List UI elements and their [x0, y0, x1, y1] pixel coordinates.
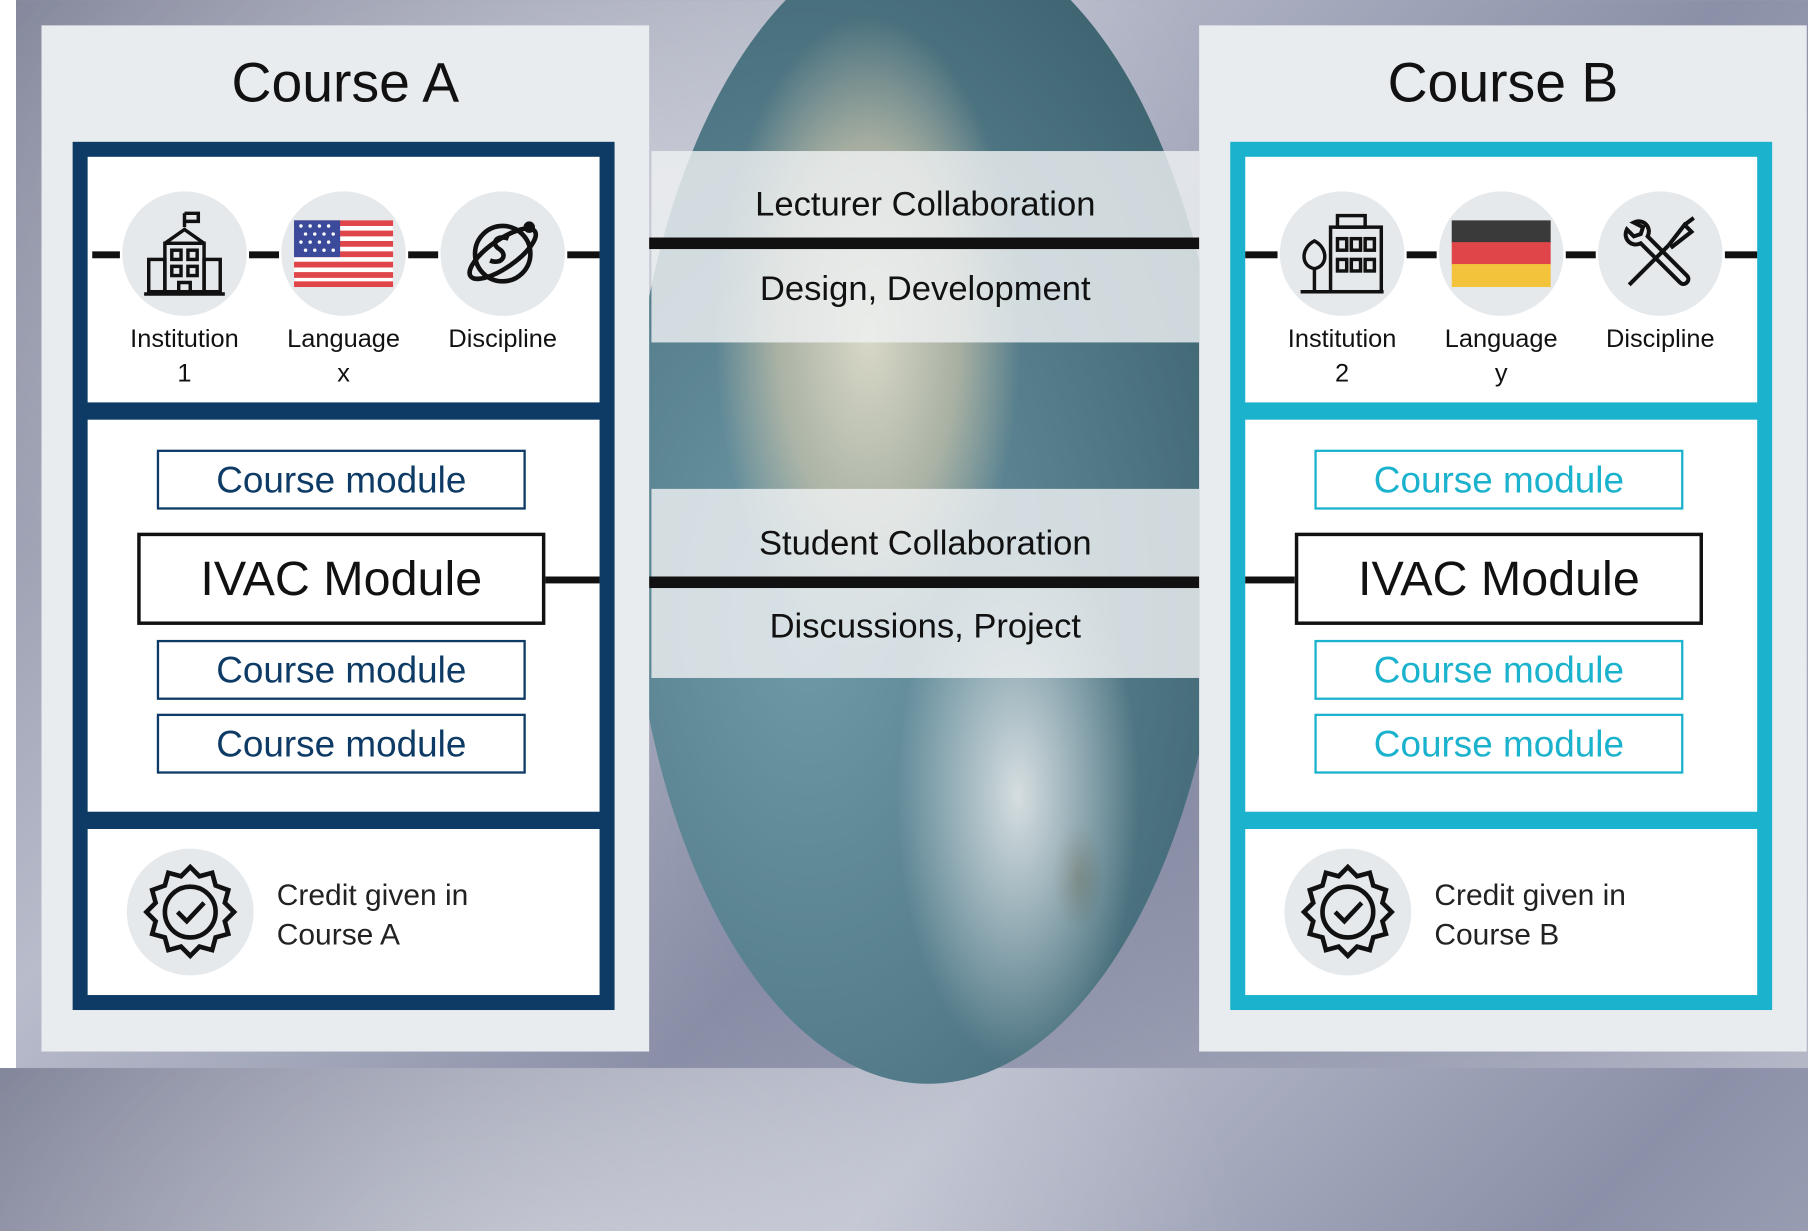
credit-text: Credit given in Course B — [1434, 875, 1626, 953]
dash — [92, 251, 120, 259]
credit-line: Credit given in — [1434, 877, 1626, 913]
ivac-module-box: IVAC Module — [1294, 532, 1703, 625]
germany-flag-icon — [1438, 191, 1564, 316]
course-b-title: Course B — [1387, 53, 1619, 115]
label-line: Language — [287, 323, 401, 353]
verified-badge-icon — [126, 848, 254, 976]
credit-line: Course A — [276, 916, 401, 952]
course-b-credit-panel: Credit given in Course B — [1245, 829, 1758, 996]
student-collaboration-title: Student Collaboration — [758, 524, 1092, 563]
icon-label: Language y — [1426, 322, 1576, 391]
label-line: Institution — [130, 323, 239, 353]
tools-discipline-icon — [1598, 191, 1723, 316]
course-module-box: Course module — [1314, 713, 1684, 774]
icon-label: Institution 1 — [110, 322, 260, 391]
school-building-icon — [122, 191, 247, 316]
lecturer-collaboration-subtitle: Design, Development — [759, 269, 1091, 308]
course-a-frame: Institution 1 Language x Discipline Cour… — [72, 141, 615, 1011]
usa-flag-icon — [281, 191, 406, 316]
lecturer-collaboration-title: Lecturer Collaboration — [755, 185, 1096, 224]
label-line: Discipline — [1606, 323, 1715, 353]
dash — [408, 251, 439, 259]
left-white-strip — [0, 0, 16, 1068]
course-module-box: Course module — [156, 639, 526, 700]
label-line: x — [337, 358, 350, 388]
icon-label: Institution 2 — [1267, 322, 1417, 391]
label-line: Institution — [1287, 323, 1397, 353]
dash — [1245, 251, 1278, 259]
dash — [567, 251, 600, 259]
course-b-frame: Institution 2 Language y Discipline Cour… — [1230, 141, 1773, 1011]
ivac-connector — [1245, 576, 1295, 584]
course-b-modules-panel: Course module IVAC Module Course module … — [1245, 419, 1758, 812]
dash — [1406, 251, 1437, 259]
icon-label: Discipline — [428, 322, 578, 357]
course-a-credit-panel: Credit given in Course A — [87, 829, 600, 996]
dash — [1724, 251, 1758, 259]
course-a-card: Course A — [41, 25, 650, 1052]
icon-label: Language x — [269, 322, 419, 391]
ivac-module-box: IVAC Module — [137, 532, 546, 625]
course-module-box: Course module — [156, 449, 526, 510]
course-module-box: Course module — [1314, 639, 1684, 700]
lecturer-connector-line — [626, 237, 1222, 250]
credit-text: Credit given in Course A — [277, 875, 469, 953]
course-a-modules-panel: Course module IVAC Module Course module … — [87, 419, 600, 812]
ivac-connector — [545, 576, 600, 584]
course-module-box: Course module — [1314, 449, 1684, 510]
dash — [1565, 251, 1596, 259]
credit-line: Credit given in — [276, 877, 469, 913]
verified-badge-icon — [1284, 848, 1412, 976]
course-a-attributes-panel: Institution 1 Language x Discipline — [87, 156, 600, 403]
course-a-title: Course A — [231, 53, 460, 115]
globe-discipline-icon — [440, 191, 565, 316]
label-line: 2 — [1335, 358, 1350, 388]
label-line: Language — [1444, 323, 1558, 353]
course-b-attributes-panel: Institution 2 Language y Discipline — [1245, 156, 1758, 403]
label-line: 1 — [177, 358, 192, 388]
dash — [249, 251, 280, 259]
institution-tree-building-icon — [1279, 191, 1405, 316]
label-line: Discipline — [448, 323, 557, 353]
course-b-card: Course B — [1199, 25, 1807, 1052]
credit-line: Course B — [1434, 916, 1560, 952]
course-module-box: Course module — [156, 713, 526, 774]
label-line: y — [1494, 358, 1508, 388]
icon-label: Discipline — [1585, 322, 1735, 357]
student-connector-line — [626, 576, 1222, 589]
student-collaboration-subtitle: Discussions, Project — [769, 607, 1081, 646]
